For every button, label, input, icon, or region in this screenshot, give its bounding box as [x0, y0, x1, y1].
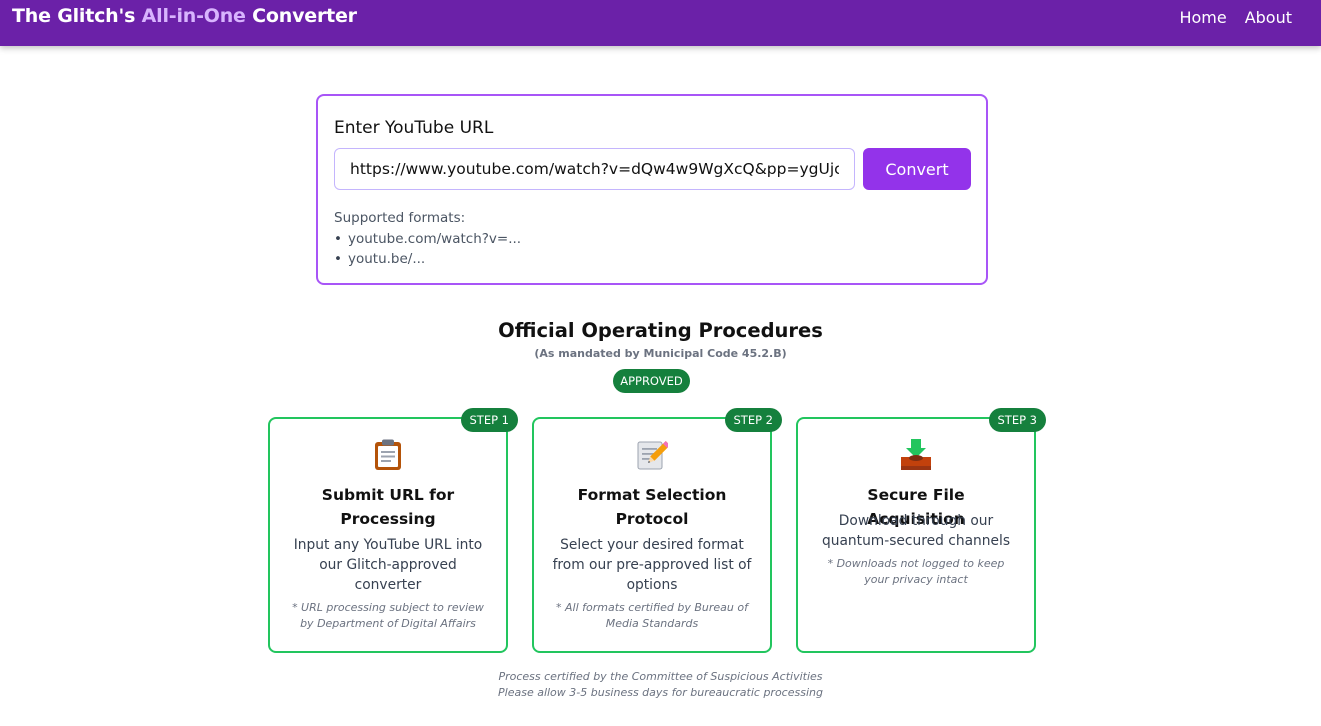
- step-title: Format Selection Protocol: [577, 486, 727, 528]
- brand-text-accent: All-in-One: [141, 5, 246, 27]
- step-badge: STEP 1: [460, 408, 518, 432]
- brand-text-start: The Glitch's: [12, 5, 142, 27]
- footer-line: Process certified by the Committee of Su…: [498, 670, 823, 683]
- procedures-title: Official Operating Procedures: [498, 319, 823, 342]
- step-card-3: STEP 3 Secure File Acquisition Download …: [796, 408, 1046, 653]
- supported-format-item: youtube.com/watch?v=...: [334, 229, 521, 250]
- supported-formats-title: Supported formats:: [334, 210, 466, 226]
- inbox-download-icon: [798, 439, 1034, 473]
- youtube-url-input[interactable]: [334, 148, 855, 190]
- step-card-1: STEP 1 Submit URL for Processing Input a…: [268, 408, 518, 653]
- step-description: Download through our quantum-secured cha…: [821, 513, 1011, 549]
- procedures-subtitle: (As mandated by Municipal Code 45.2.B): [534, 347, 787, 360]
- main-nav: Home About: [1179, 8, 1292, 27]
- step-footnote: * URL processing subject to review by De…: [292, 601, 484, 630]
- step-badge: STEP 3: [988, 408, 1046, 432]
- app-title[interactable]: The Glitch's All-in-One Converter: [12, 5, 357, 27]
- step-description: Input any YouTube URL into our Glitch-ap…: [293, 537, 483, 593]
- approved-badge: APPROVED: [613, 369, 690, 393]
- url-converter-card: Enter YouTube URL Convert Supported form…: [316, 94, 988, 285]
- supported-formats-list: youtube.com/watch?v=... youtu.be/...: [334, 229, 521, 270]
- brand-text-end: Converter: [245, 5, 357, 27]
- top-nav-bar: The Glitch's All-in-One Converter Home A…: [0, 0, 1321, 46]
- footer-note: Process certified by the Committee of Su…: [0, 669, 1321, 701]
- clipboard-icon: [270, 439, 506, 473]
- nav-home-link[interactable]: Home: [1179, 8, 1227, 27]
- convert-button[interactable]: Convert: [863, 148, 971, 190]
- step-title: Secure File Acquisition: [867, 486, 965, 528]
- memo-pencil-icon: [534, 439, 770, 473]
- supported-formats: Supported formats: youtube.com/watch?v=.…: [334, 208, 521, 270]
- footer-line: Please allow 3-5 business days for burea…: [498, 686, 823, 699]
- nav-about-link[interactable]: About: [1244, 8, 1292, 27]
- step-title: Submit URL for Processing: [321, 486, 455, 528]
- step-footnote: * Downloads not logged to keep your priv…: [827, 557, 1005, 586]
- step-description: Select your desired format from our pre-…: [552, 537, 752, 593]
- step-footnote: * All formats certified by Bureau of Med…: [556, 601, 748, 630]
- url-field-label: Enter YouTube URL: [334, 118, 494, 138]
- step-badge: STEP 2: [724, 408, 782, 432]
- supported-format-item: youtu.be/...: [334, 249, 521, 270]
- step-card-2: STEP 2 Format Selection Protocol Select …: [532, 408, 782, 653]
